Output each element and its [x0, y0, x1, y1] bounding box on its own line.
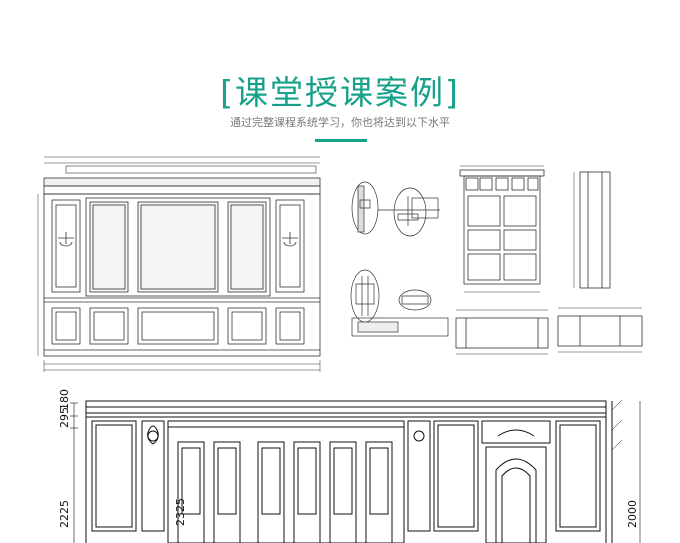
wardrobe-elevation-drawing — [70, 399, 641, 543]
course-header: [课堂授课案例] 通过完整课程系统学习，你也将达到以下水平 — [0, 0, 680, 150]
dim-2225: 2225 — [58, 500, 71, 528]
title-right-bracket: ] — [445, 73, 460, 112]
section-subtitle: 通过完整课程系统学习，你也将达到以下水平 — [230, 116, 450, 129]
cabinet-elevation-drawing — [455, 165, 643, 355]
title-underline — [315, 139, 367, 142]
profile-details-drawing — [350, 181, 449, 337]
dim-2325: 2325 — [174, 498, 187, 526]
title-left-bracket: [ — [220, 73, 235, 112]
section-title: [课堂授课案例] — [0, 66, 680, 114]
dim-2000: 2000 — [626, 500, 639, 528]
dim-180: 180 — [58, 389, 71, 410]
wardrobe-dimensions: 295 180 2225 2325 2000 — [58, 389, 639, 528]
dim-295: 295 — [58, 407, 71, 428]
wall-elevation-drawing — [37, 156, 321, 372]
title-text: 课堂授课案例 — [235, 73, 445, 112]
